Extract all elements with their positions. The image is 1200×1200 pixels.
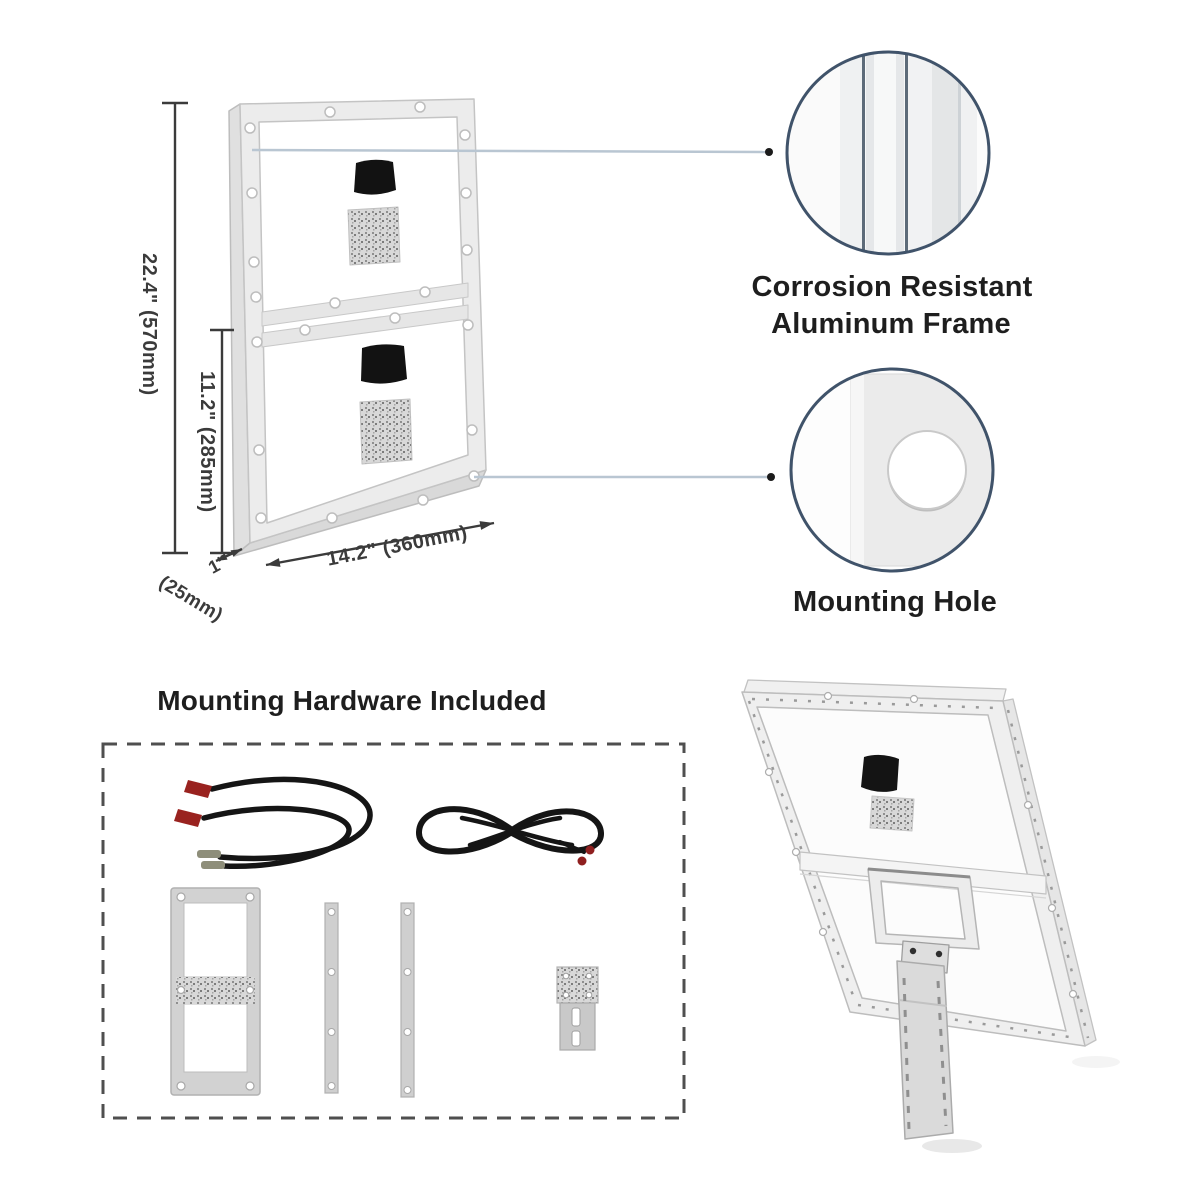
hardware-dashed-box xyxy=(101,742,686,1120)
dimension-total-height-label: 22.4" (570mm) xyxy=(138,253,160,396)
panel-label-top xyxy=(347,206,401,266)
solar-panel-back-view-icon xyxy=(228,98,487,557)
z-bracket-icon xyxy=(556,966,599,1051)
junction-box-bottom xyxy=(361,344,407,384)
panel-label-bottom xyxy=(359,398,413,465)
dimension-lines xyxy=(162,101,495,567)
mounting-hole-circle-icon xyxy=(789,367,995,573)
flat-bar-2-icon xyxy=(400,902,415,1098)
flat-bar-1-icon xyxy=(324,902,339,1094)
panel-mounting-holes xyxy=(244,101,480,524)
coiled-cable-icon xyxy=(415,806,605,866)
wire-pair-with-terminals-icon xyxy=(174,776,373,870)
tilt-mount-solar-panel-icon xyxy=(741,679,1120,1153)
frame-callout-label-line2: Aluminum Frame xyxy=(771,308,1011,340)
frame-detail-circle-icon xyxy=(785,50,991,256)
mounting-frame-bracket-icon xyxy=(170,887,261,1096)
mounting-hole-callout-label: Mounting Hole xyxy=(793,586,997,618)
hardware-section-title: Mounting Hardware Included xyxy=(157,685,547,716)
callout-leader-lines xyxy=(251,148,775,481)
junction-box-top xyxy=(354,159,396,195)
frame-callout-label-line1: Corrosion Resistant xyxy=(751,271,1033,303)
dimension-panel-height-label: 11.2" (285mm) xyxy=(196,371,218,513)
